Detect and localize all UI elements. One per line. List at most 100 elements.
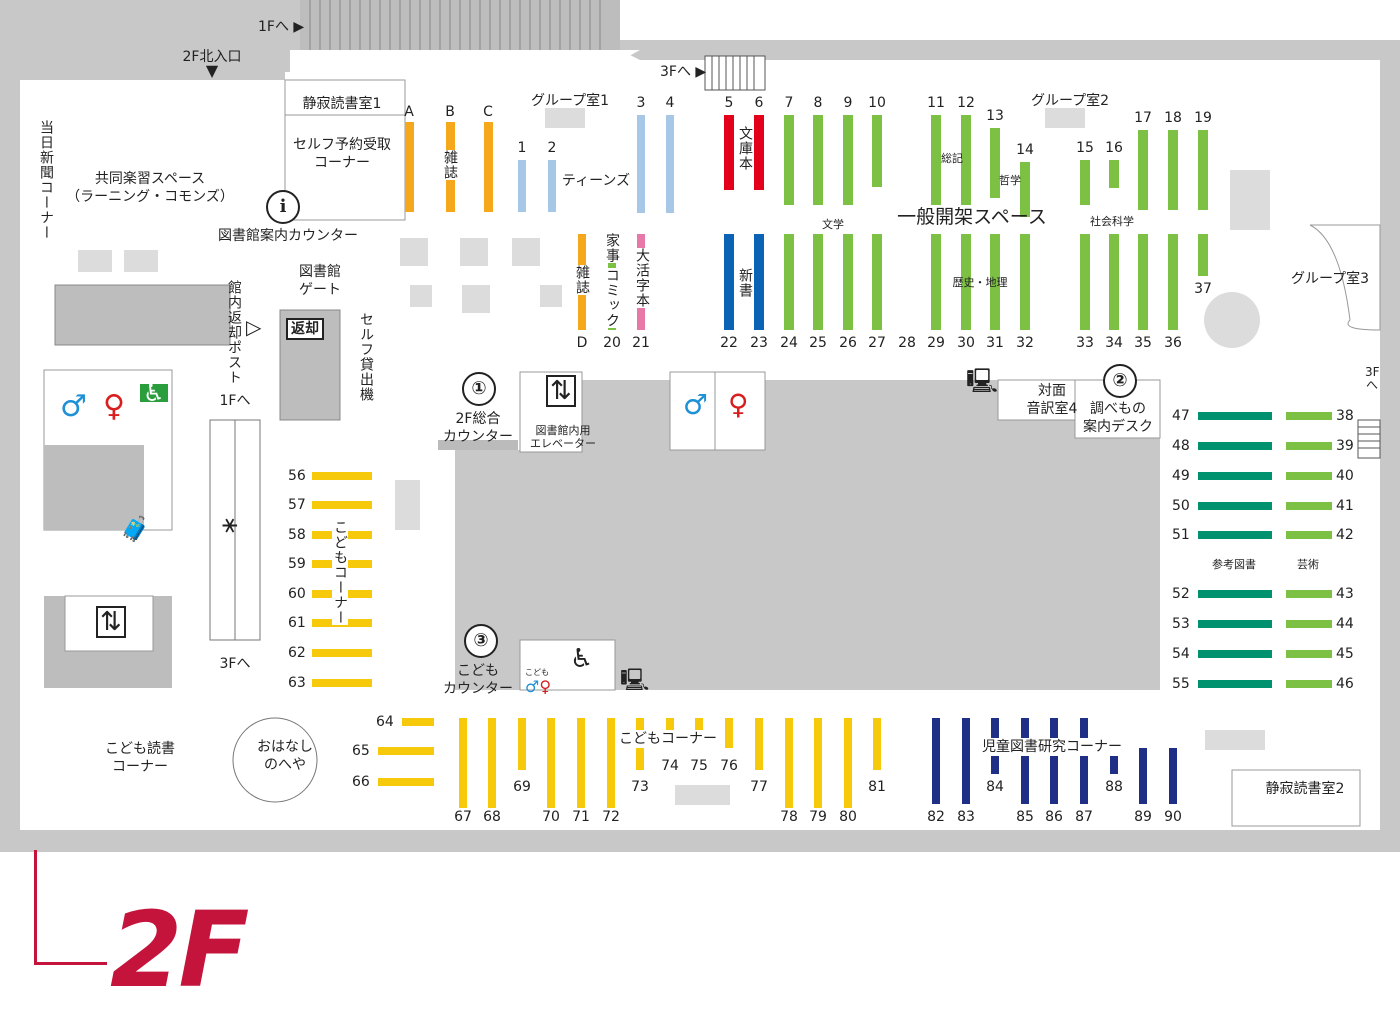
shelf-label-62[interactable]: 62 (288, 645, 306, 661)
shelf-label-41[interactable]: 41 (1336, 498, 1354, 514)
group-room-1[interactable]: グループ室1 (530, 93, 610, 109)
shelf-label-84[interactable]: 84 (986, 779, 1004, 795)
shelf-label-77[interactable]: 77 (750, 779, 768, 795)
shelf-label-19[interactable]: 19 (1194, 110, 1212, 126)
shelf-label-14[interactable]: 14 (1016, 142, 1034, 158)
shelf-label-30[interactable]: 30 (957, 335, 975, 351)
interpretation-room[interactable]: 対面 音訳室4 (1026, 383, 1078, 417)
shelf-label-90[interactable]: 90 (1164, 809, 1182, 825)
shelf-label-46[interactable]: 46 (1336, 676, 1354, 692)
north-entrance-label[interactable]: 2F北入口 (182, 49, 242, 65)
shelf-label-68[interactable]: 68 (483, 809, 501, 825)
shelf-label-31[interactable]: 31 (986, 335, 1004, 351)
group-room-3[interactable]: グループ室3 (1290, 271, 1370, 287)
shelf-label-67[interactable]: 67 (454, 809, 472, 825)
shelf-label-16[interactable]: 16 (1105, 140, 1123, 156)
learning-commons[interactable]: 共同楽習スペース （ラーニング・コモンズ） (66, 171, 234, 205)
info-counter[interactable]: 図書館案内カウンター (218, 228, 358, 244)
shelf-label-63[interactable]: 63 (288, 675, 306, 691)
shelf-label-8[interactable]: 8 (813, 95, 823, 111)
group-room-2[interactable]: グループ室2 (1030, 93, 1110, 109)
shelf-label-55[interactable]: 55 (1172, 676, 1190, 692)
story-room[interactable]: おはなし のへや (257, 739, 313, 773)
shelf-label-4[interactable]: 4 (665, 95, 675, 111)
shelf-label-66[interactable]: 66 (352, 774, 370, 790)
shelf-label-45[interactable]: 45 (1336, 646, 1354, 662)
shelf-label-42[interactable]: 42 (1336, 527, 1354, 543)
kids-reading-corner[interactable]: こども読書 コーナー (105, 741, 175, 775)
shelf-label-69[interactable]: 69 (513, 779, 531, 795)
shelf-label-59[interactable]: 59 (288, 556, 306, 572)
shelf-label-26[interactable]: 26 (839, 335, 857, 351)
shelf-label-B[interactable]: B (445, 104, 455, 120)
shelf-label-51[interactable]: 51 (1172, 527, 1190, 543)
shelf-label-3[interactable]: 3 (636, 95, 646, 111)
shelf-label-20[interactable]: 20 (603, 335, 621, 351)
shelf-label-64[interactable]: 64 (376, 714, 394, 730)
shelf-label-52[interactable]: 52 (1172, 586, 1190, 602)
shelf-label-75[interactable]: 75 (690, 758, 708, 774)
shelf-label-56[interactable]: 56 (288, 468, 306, 484)
shelf-label-25[interactable]: 25 (809, 335, 827, 351)
shelf-label-58[interactable]: 58 (288, 527, 306, 543)
shelf-label-73[interactable]: 73 (631, 779, 649, 795)
shelf-label-61[interactable]: 61 (288, 615, 306, 631)
shelf-label-15[interactable]: 15 (1076, 140, 1094, 156)
shelf-label-81[interactable]: 81 (868, 779, 886, 795)
shelf-label-17[interactable]: 17 (1134, 110, 1152, 126)
return-post[interactable]: 館内返却ポスト (226, 280, 242, 385)
shelf-label-36[interactable]: 36 (1164, 335, 1182, 351)
shelf-label-A[interactable]: A (404, 104, 414, 120)
shelf-label-22[interactable]: 22 (720, 335, 738, 351)
shelf-label-9[interactable]: 9 (843, 95, 853, 111)
shelf-label-13[interactable]: 13 (986, 108, 1004, 124)
shelf-label-D[interactable]: D (576, 335, 588, 351)
shelf-label-44[interactable]: 44 (1336, 616, 1354, 632)
shelf-label-79[interactable]: 79 (809, 809, 827, 825)
shelf-label-23[interactable]: 23 (750, 335, 768, 351)
shelf-label-80[interactable]: 80 (839, 809, 857, 825)
shelf-label-78[interactable]: 78 (780, 809, 798, 825)
shelf-label-48[interactable]: 48 (1172, 438, 1190, 454)
shelf-label-85[interactable]: 85 (1016, 809, 1034, 825)
shelf-label-1[interactable]: 1 (517, 140, 527, 156)
shelf-label-32[interactable]: 32 (1016, 335, 1034, 351)
shelf-label-65[interactable]: 65 (352, 743, 370, 759)
shelf-label-2[interactable]: 2 (547, 140, 557, 156)
self-reserve-corner[interactable]: セルフ予約受取 コーナー (293, 137, 391, 171)
shelf-label-89[interactable]: 89 (1134, 809, 1152, 825)
shelf-label-29[interactable]: 29 (927, 335, 945, 351)
shelf-label-86[interactable]: 86 (1045, 809, 1063, 825)
shelf-label-40[interactable]: 40 (1336, 468, 1354, 484)
shelf-label-24[interactable]: 24 (780, 335, 798, 351)
self-checkout[interactable]: セルフ貸出機 (358, 312, 374, 402)
shelf-label-21[interactable]: 21 (632, 335, 650, 351)
shelf-label-35[interactable]: 35 (1134, 335, 1152, 351)
shelf-label-72[interactable]: 72 (602, 809, 620, 825)
shelf-label-43[interactable]: 43 (1336, 586, 1354, 602)
shelf-label-53[interactable]: 53 (1172, 616, 1190, 632)
shelf-label-57[interactable]: 57 (288, 497, 306, 513)
newspaper-corner[interactable]: 当日新聞コーナー (38, 120, 54, 240)
shelf-label-76[interactable]: 76 (720, 758, 738, 774)
shelf-label-88[interactable]: 88 (1105, 779, 1123, 795)
shelf-label-7[interactable]: 7 (784, 95, 794, 111)
shelf-label-37[interactable]: 37 (1194, 281, 1212, 297)
shelf-label-6[interactable]: 6 (754, 95, 764, 111)
shelf-label-54[interactable]: 54 (1172, 646, 1190, 662)
shelf-label-34[interactable]: 34 (1105, 335, 1123, 351)
quiet-room-2[interactable]: 静寂読書室2 (1265, 781, 1345, 797)
shelf-label-70[interactable]: 70 (542, 809, 560, 825)
shelf-label-83[interactable]: 83 (957, 809, 975, 825)
shelf-label-10[interactable]: 10 (868, 95, 886, 111)
kids-counter[interactable]: こども カウンター (443, 663, 513, 697)
shelf-label-74[interactable]: 74 (661, 758, 679, 774)
shelf-label-33[interactable]: 33 (1076, 335, 1094, 351)
shelf-label-39[interactable]: 39 (1336, 438, 1354, 454)
shelf-label-12[interactable]: 12 (957, 95, 975, 111)
shelf-label-49[interactable]: 49 (1172, 468, 1190, 484)
shelf-label-C[interactable]: C (483, 104, 493, 120)
shelf-label-82[interactable]: 82 (927, 809, 945, 825)
shelf-label-50[interactable]: 50 (1172, 498, 1190, 514)
shelf-label-87[interactable]: 87 (1075, 809, 1093, 825)
